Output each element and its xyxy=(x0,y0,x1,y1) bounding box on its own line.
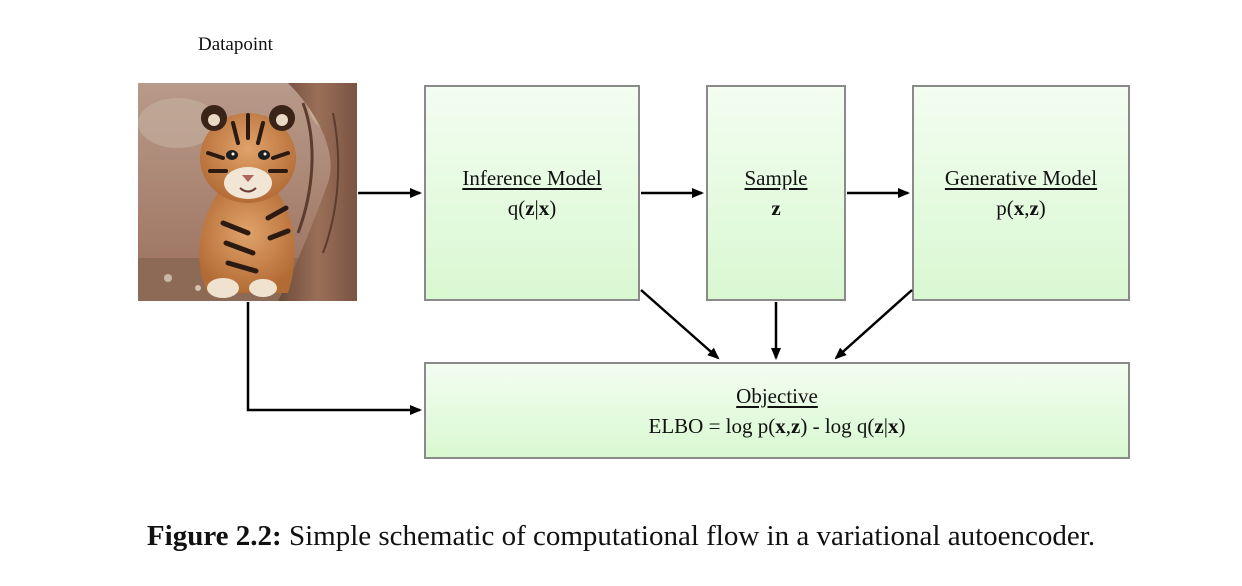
sample-title: Sample xyxy=(744,166,808,190)
sample-symbol: z xyxy=(771,196,781,220)
datapoint-label: Datapoint xyxy=(198,34,273,55)
generative-model-title: Generative Model xyxy=(944,166,1098,190)
figure-caption: Figure 2.2: Simple schematic of computat… xyxy=(0,520,1242,553)
arrow-generative-to-objective xyxy=(834,289,913,360)
tiger-cub-photo xyxy=(138,83,357,301)
inference-model-title: Inference Model xyxy=(462,166,602,190)
generative-model-formula: p(x,z) xyxy=(996,196,1046,220)
figure-caption-label: Figure 2.2: xyxy=(146,520,282,552)
objective-title: Objective xyxy=(736,383,818,408)
inference-model-formula: q(z|x) xyxy=(507,196,557,220)
arrow-photo-to-objective xyxy=(246,302,422,415)
generative-model-box: Generative Model p(x,z) xyxy=(912,85,1130,301)
objective-box: Objective ELBO = log p(x,z) - log q(z|x) xyxy=(424,362,1130,459)
sample-box: Sample z xyxy=(706,85,846,301)
figure-caption-text: Simple schematic of computational flow i… xyxy=(281,520,1096,552)
objective-formula: ELBO = log p(x,z) - log q(z|x) xyxy=(648,413,906,438)
inference-model-box: Inference Model q(z|x) xyxy=(424,85,640,301)
